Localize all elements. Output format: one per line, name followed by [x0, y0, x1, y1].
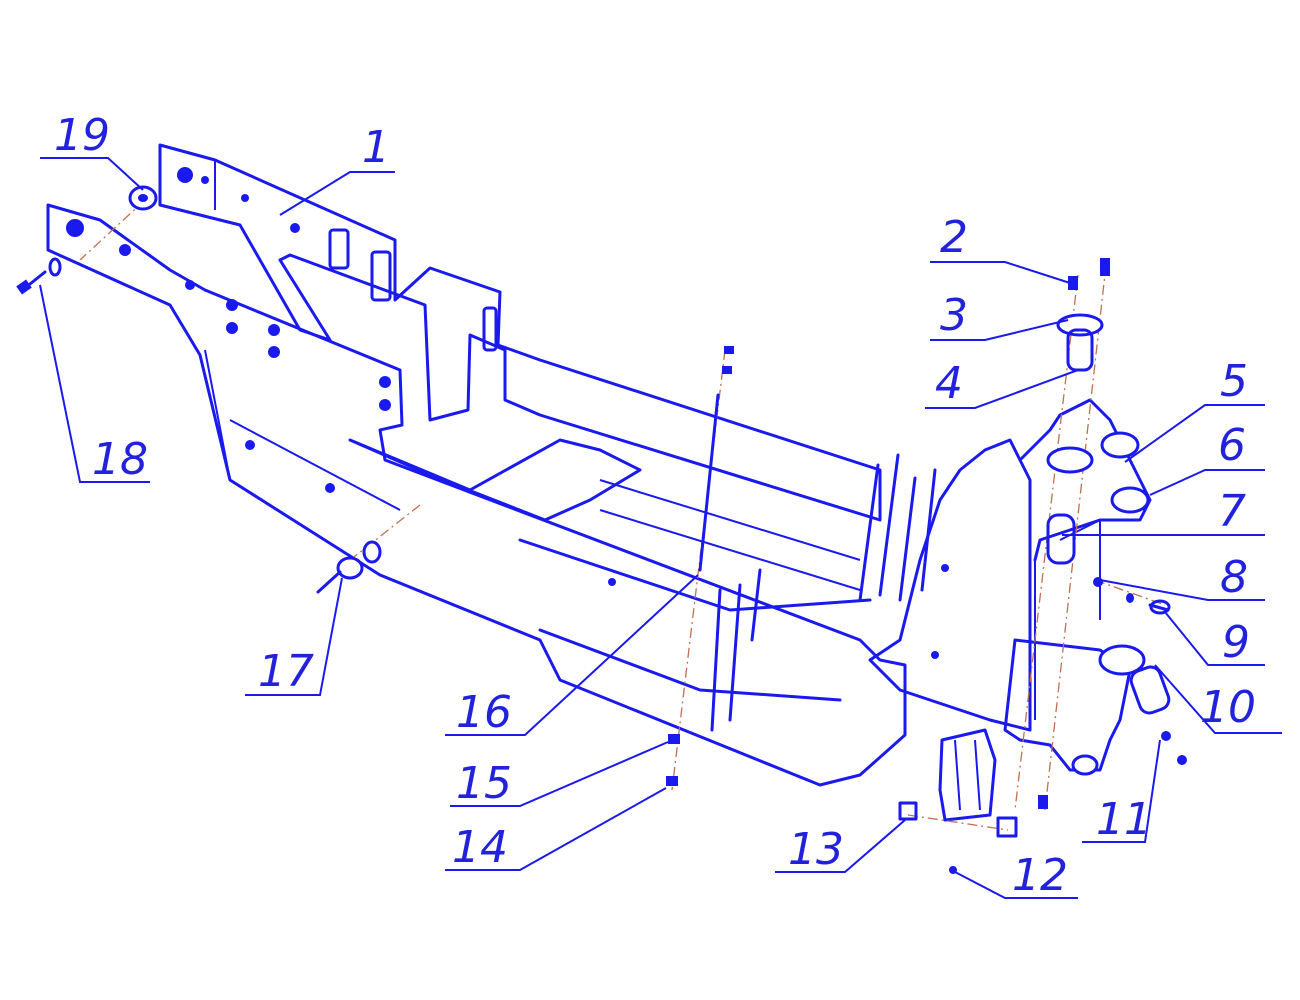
- svg-text:12: 12: [1012, 850, 1068, 901]
- spindle-10: [1098, 644, 1187, 765]
- block-13: [898, 801, 918, 821]
- stud-16: [698, 346, 734, 572]
- svg-text:13: 13: [788, 824, 844, 875]
- callout-9: 9: [1164, 611, 1265, 668]
- callout-7: 7: [1062, 486, 1265, 537]
- lower-side-member: [46, 203, 907, 787]
- callout-5: 5: [1124, 356, 1265, 463]
- svg-text:3: 3: [940, 290, 968, 341]
- callout-2: 2: [930, 212, 1071, 284]
- svg-text:1: 1: [362, 122, 390, 173]
- callout-1: 1: [279, 122, 395, 216]
- svg-text:16: 16: [456, 687, 512, 738]
- main-frame: [46, 143, 1152, 822]
- pin-17: [316, 540, 382, 594]
- cylinder-7: [1046, 513, 1076, 565]
- callout-8: 8: [1099, 552, 1265, 603]
- svg-text:10: 10: [1200, 682, 1256, 733]
- callout-6: 6: [1149, 420, 1265, 496]
- block-12: [996, 816, 1018, 838]
- callout-11: 11: [1082, 739, 1161, 845]
- callout-3: 3: [930, 290, 1069, 341]
- svg-text:15: 15: [456, 758, 512, 809]
- svg-text:17: 17: [258, 646, 314, 697]
- callout-17: 17: [245, 577, 343, 697]
- front-cross-member: [348, 438, 642, 522]
- svg-text:8: 8: [1220, 552, 1248, 603]
- svg-text:7: 7: [1218, 486, 1246, 537]
- svg-text:6: 6: [1218, 420, 1246, 471]
- kingpin-stack: [1056, 258, 1110, 372]
- svg-text:18: 18: [92, 434, 148, 485]
- washer-8: [1093, 577, 1103, 587]
- svg-text:14: 14: [452, 822, 508, 873]
- callout-15: 15: [450, 741, 669, 809]
- callout-16: 16: [445, 574, 699, 738]
- svg-text:9: 9: [1222, 617, 1250, 668]
- callout-19: 19: [40, 110, 144, 191]
- bolt-9: [1148, 599, 1171, 615]
- callout-12: 12: [954, 850, 1078, 901]
- svg-text:2: 2: [940, 212, 968, 263]
- callout-13: 13: [775, 819, 906, 875]
- bushing-6: [1110, 486, 1150, 514]
- bolt-18: [16, 257, 62, 295]
- svg-text:19: 19: [54, 110, 110, 161]
- svg-text:5: 5: [1220, 356, 1248, 407]
- callout-18: 18: [39, 284, 150, 485]
- assembly-axes: [79, 199, 1166, 831]
- stud-cluster: [710, 453, 937, 732]
- svg-text:11: 11: [1096, 794, 1152, 845]
- svg-text:4: 4: [935, 358, 963, 409]
- callout-10: 10: [1154, 664, 1282, 734]
- bushing-5: [1100, 431, 1140, 459]
- callout-4: 4: [925, 358, 1079, 409]
- nut-15: [668, 734, 680, 744]
- rear-bracket: [938, 728, 997, 822]
- callout-14: 14: [445, 787, 667, 873]
- nut-14: [666, 776, 678, 786]
